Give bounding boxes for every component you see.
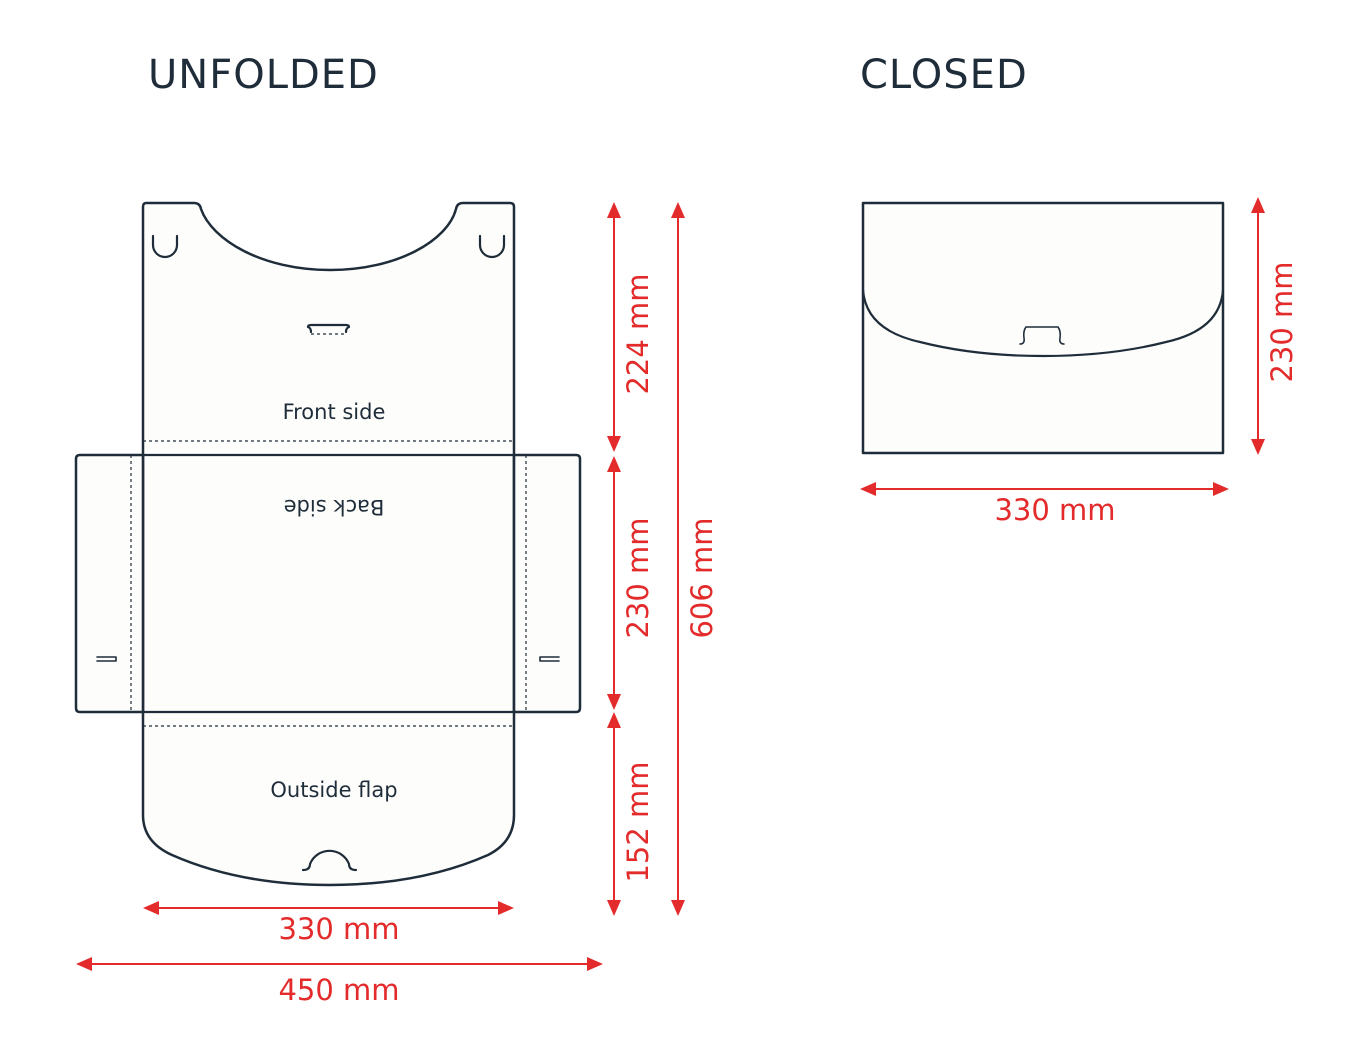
unfolded-folder: Front side Back side Outside flap bbox=[74, 201, 582, 887]
back-height-label: 230 mm bbox=[621, 517, 655, 638]
back-height-dimension: 230 mm bbox=[607, 456, 655, 710]
flap-height-dimension: 152 mm bbox=[607, 712, 655, 916]
closed-width-label: 330 mm bbox=[994, 493, 1115, 527]
right-u-slot bbox=[478, 234, 506, 259]
flap-clasp bbox=[301, 849, 358, 872]
closed-width-dimension: 330 mm bbox=[860, 482, 1229, 527]
closed-body bbox=[861, 201, 1225, 455]
closed-heading: CLOSED bbox=[860, 52, 1028, 98]
unfolded-width-label: 330 mm bbox=[278, 912, 399, 946]
front-height-dimension: 224 mm bbox=[607, 202, 655, 452]
unfolded-main-outline bbox=[141, 201, 516, 887]
left-side-tab bbox=[74, 453, 145, 714]
closed-flap-edge bbox=[861, 288, 1225, 358]
unfolded-total-width-label: 450 mm bbox=[278, 973, 399, 1007]
right-side-tab bbox=[512, 453, 582, 714]
flap-height-label: 152 mm bbox=[621, 761, 655, 882]
unfolded-heading: UNFOLDED bbox=[148, 52, 379, 98]
closed-clasp-icon bbox=[1019, 326, 1065, 345]
unfolded-width-dimension: 330 mm bbox=[143, 901, 514, 946]
total-height-dimension: 606 mm bbox=[671, 202, 719, 916]
left-tab-slit bbox=[96, 656, 117, 662]
front-height-label: 224 mm bbox=[621, 273, 655, 394]
closed-height-label: 230 mm bbox=[1265, 261, 1299, 382]
front-side-label: Front side bbox=[283, 400, 386, 424]
unfolded-total-width-dimension: 450 mm bbox=[76, 957, 603, 1007]
closed-folder bbox=[861, 201, 1225, 455]
right-tab-slit bbox=[539, 656, 560, 662]
front-handle-slot-end bbox=[306, 325, 313, 334]
front-handle-slot bbox=[306, 323, 351, 334]
left-u-slot bbox=[151, 234, 179, 259]
total-height-label: 606 mm bbox=[685, 517, 719, 638]
closed-height-dimension: 230 mm bbox=[1251, 197, 1299, 455]
back-side-label: Back side bbox=[284, 495, 385, 519]
outside-flap-label: Outside flap bbox=[270, 778, 397, 802]
